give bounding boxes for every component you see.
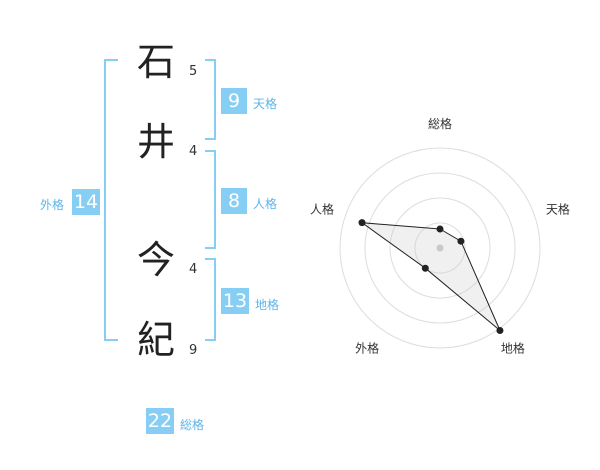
radar-rings [339,147,541,349]
radar-point-0 [436,225,444,233]
soukaku-label: 総格 [180,418,205,432]
soukaku-value: 22 [146,408,174,434]
stroke-count-1: 5 [189,64,198,79]
radar-axis-label-4: 人格 [310,202,334,217]
radar-ring-1 [414,222,466,274]
chikaku-label: 地格 [255,298,280,312]
name-char-1: 石 [136,40,175,84]
tenkaku-bracket [205,59,216,140]
radar-axis-label-0: 総格 [428,116,452,131]
radar-point-3 [421,264,429,272]
tenkaku-value: 9 [221,88,247,114]
gaikaku-label: 外格 [40,198,65,212]
radar-polygon [360,222,501,331]
stroke-count-2: 4 [189,144,198,159]
stroke-count-4: 9 [189,343,198,358]
radar-ring-3 [364,172,516,324]
name-char-3: 今 [136,238,175,282]
radar-axis-label-1: 天格 [546,202,570,217]
radar-center-dot [436,244,444,252]
radar-point-4 [358,219,366,227]
radar-ring-4 [339,147,541,349]
name-char-4: 紀 [136,318,175,362]
radar-axis-label-3: 外格 [355,340,379,355]
radar-ring-2 [389,197,491,299]
jinkaku-label: 人格 [253,197,278,211]
gaikaku-value: 14 [72,189,100,215]
chikaku-bracket [205,258,216,341]
chikaku-value: 13 [221,288,249,314]
jinkaku-bracket [205,150,216,249]
radar-axis-label-2: 地格 [501,340,525,355]
jinkaku-value: 8 [221,188,247,214]
radar-point-2 [496,327,504,335]
tenkaku-label: 天格 [253,97,278,111]
radar-point-1 [457,237,465,245]
stroke-count-3: 4 [189,262,198,277]
name-char-2: 井 [136,120,175,164]
gaikaku-bracket [104,59,118,341]
